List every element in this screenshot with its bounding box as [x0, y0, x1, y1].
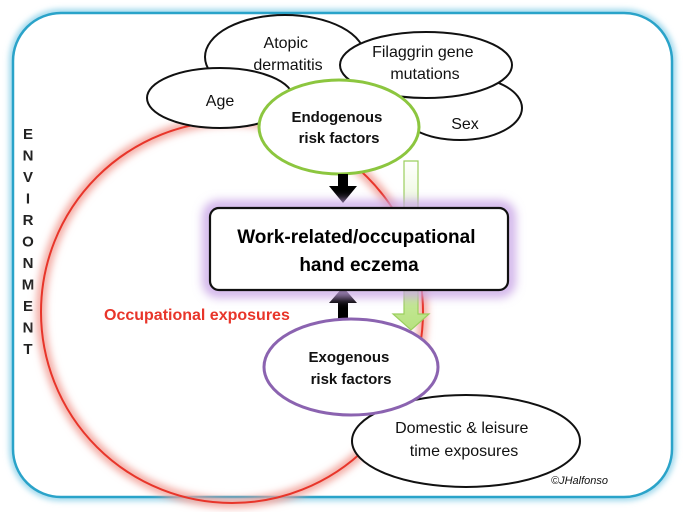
copyright-label: ©JHalfonso [551, 475, 608, 487]
central-box-glow [203, 201, 515, 297]
environment-letter: N [23, 320, 34, 337]
sex-label: Sex [451, 116, 479, 133]
domestic-leisure-label: Domestic & leisure time exposures [395, 420, 533, 460]
environment-letter: V [23, 169, 33, 186]
environment-letter: O [22, 234, 34, 251]
domestic-leisure-ellipse [351, 394, 581, 488]
endogenous-label: Endogenous risk factors [292, 109, 387, 147]
exogenous-label: Exogenous risk factors [308, 349, 393, 388]
environment-letter: N [23, 255, 34, 272]
age-label: Age [206, 93, 235, 110]
occupational-exposures-label: Occupational exposures [104, 307, 290, 324]
central-box [208, 206, 510, 292]
atopic-dermatitis-label: Atopic dermatitis [253, 35, 322, 74]
environment-letter: E [23, 126, 33, 143]
environment-letter: T [23, 341, 32, 358]
endogenous-arrow [329, 174, 357, 203]
environment-letter: M [22, 277, 35, 294]
filaggrin-ellipse [339, 31, 513, 99]
environment-letter: R [23, 212, 34, 229]
filaggrin-label: Filaggrin gene mutations [372, 44, 478, 83]
environment-letter: I [26, 191, 30, 208]
environment-letter: N [23, 148, 34, 165]
exogenous-circle [262, 317, 440, 417]
endogenous-circle [257, 78, 421, 176]
environment-letter: E [23, 298, 33, 315]
central-label: Work-related/occupational hand eczema [237, 227, 481, 276]
